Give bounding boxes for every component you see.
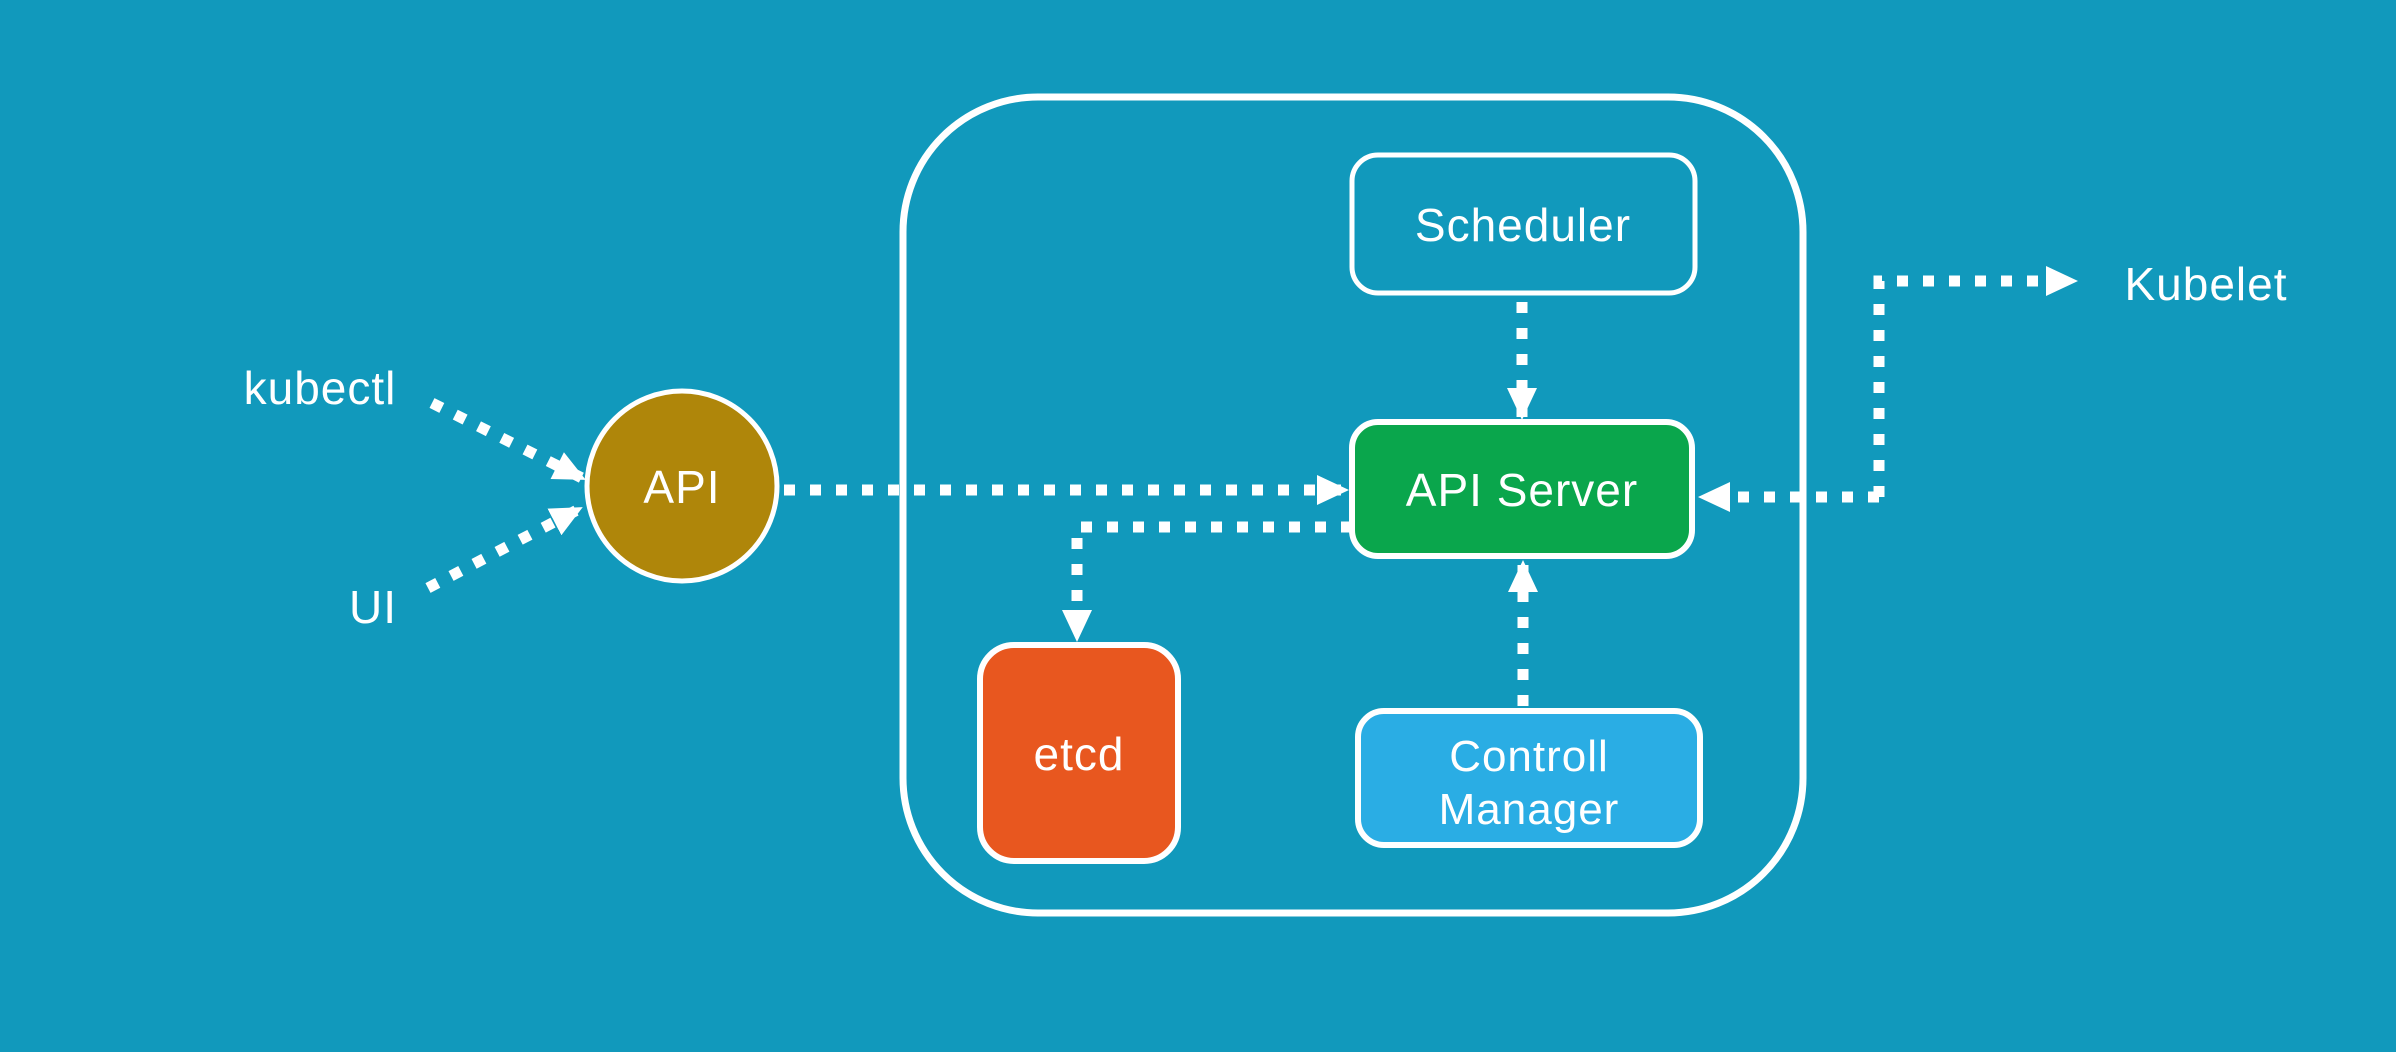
scheduler-label: Scheduler [1415, 199, 1631, 251]
edge-kubectl-to-api [429, 398, 587, 484]
etcd-box [977, 642, 1181, 864]
control-manager-label-line2: Manager [1439, 785, 1620, 834]
edge-api-server-to-kubelet [1873, 266, 2078, 497]
control-manager-label-line1: Controll [1449, 732, 1609, 781]
node-control-manager: Controll Manager [1355, 708, 1703, 848]
node-etcd: etcd [977, 642, 1181, 864]
control-plane-container [899, 93, 1807, 917]
api-circle [584, 388, 780, 584]
scheduler-box [1349, 152, 1698, 296]
kubelet-label: Kubelet [2124, 258, 2287, 310]
node-scheduler: Scheduler [1349, 152, 1698, 296]
etcd-label: etcd [1034, 728, 1125, 780]
control-manager-box [1355, 708, 1703, 848]
ui-label: UI [349, 581, 397, 633]
edge-ui-to-api [425, 503, 584, 593]
api-server-label: API Server [1406, 464, 1638, 516]
api-label: API [643, 461, 720, 513]
node-api-server: API Server [1349, 419, 1695, 559]
api-server-box [1349, 419, 1695, 559]
kubectl-label: kubectl [244, 362, 397, 414]
node-api: API [584, 388, 780, 584]
